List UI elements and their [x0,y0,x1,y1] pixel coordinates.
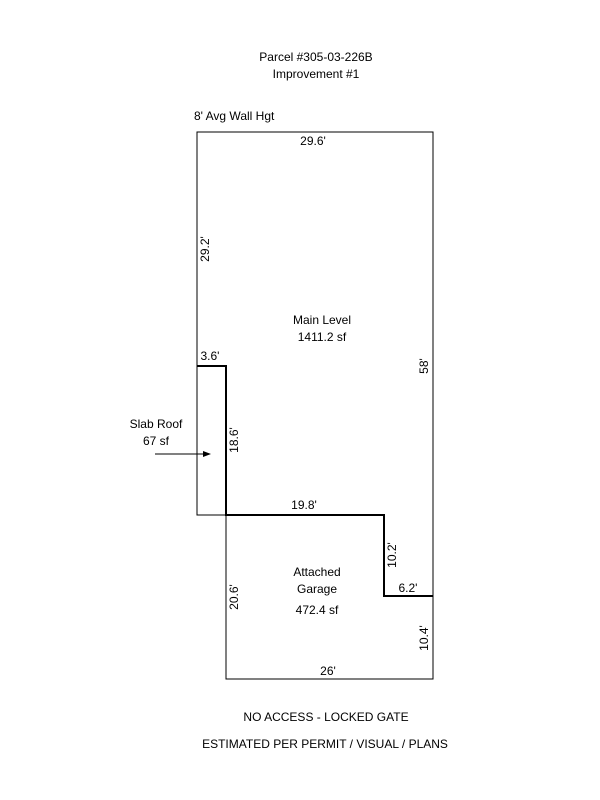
main-level-area: 1411.2 sf [298,330,347,344]
slab-roof-arrow-head [203,451,211,457]
dimension-garage-step-horizontal: 6.2' [399,581,418,595]
slab-roof-area: 67 sf [143,434,170,448]
access-note: NO ACCESS - LOCKED GATE [243,710,408,724]
dimension-main-top: 29.6' [300,134,326,148]
wall-height-note: 8' Avg Wall Hgt [194,109,275,123]
slab-roof-outline [196,366,226,516]
slab-roof-label: Slab Roof [130,417,183,431]
dimension-slab-top: 3.6' [201,349,220,363]
dimension-main-right: 58' [417,358,431,374]
garage-outline [225,515,434,680]
slab-roof-boundary [197,365,433,597]
improvement-number: Improvement #1 [273,67,360,81]
dimension-garage-step-vertical: 10.2' [385,542,399,568]
dimension-garage-left: 20.6' [227,584,241,610]
parcel-number: Parcel #305-03-226B [259,50,372,64]
estimate-note: ESTIMATED PER PERMIT / VISUAL / PLANS [202,737,448,751]
dimension-main-bottom: 19.8' [291,498,317,512]
garage-label-line1: Attached [293,565,340,579]
garage-label-line2: Garage [297,582,337,596]
garage-area: 472.4 sf [296,603,339,617]
dimension-garage-bottom: 26' [320,664,336,678]
dimension-garage-right-lower: 10.4' [417,625,431,651]
main-level-outline [196,131,434,596]
main-level-label: Main Level [293,313,351,327]
dimension-main-left-upper: 29.2' [198,236,212,262]
dimension-slab-right: 18.6' [227,427,241,453]
